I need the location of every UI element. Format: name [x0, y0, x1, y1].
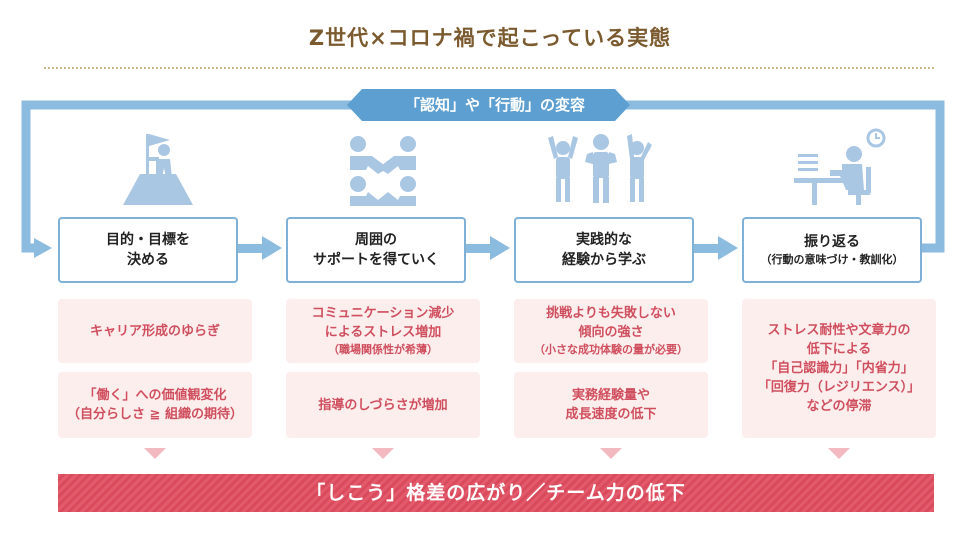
problem-text-line: 低下による	[806, 342, 872, 357]
step-learn-from-experience: 実践的な 経験から学ぶ	[514, 217, 694, 283]
result-banner: 「しこう」格差の広がり／チーム力の低下	[58, 474, 934, 512]
problem-text-line: 成長速度の低下	[565, 407, 657, 422]
down-arrow-icon	[828, 448, 850, 459]
step-set-goals: 目的・目標を 決める	[58, 217, 238, 283]
problem-text-note: （小さな成功体験の量が必要）	[534, 343, 688, 356]
problem-card: 指導のしづらさが増加	[286, 372, 480, 438]
step-label-line: 周囲の	[355, 232, 397, 248]
step-label-line: 実践的な	[576, 232, 632, 248]
problem-card: 「働く」への価値観変化 （自分らしさ ≧ 組織の期待）	[58, 372, 252, 438]
down-arrow-icon	[372, 448, 394, 459]
loop-label: 「認知」や「行動」の変容	[404, 96, 585, 114]
problem-card: ストレス耐性や文章力の 低下による 「自己認識力」「内省力」 「回復力（レジリエ…	[742, 299, 936, 438]
problem-text-line: 「働く」への価値観変化	[83, 388, 227, 403]
problem-text-note: （職場関係性が希薄）	[328, 343, 438, 356]
problem-card: 挑戦よりも失敗しない 傾向の強さ （小さな成功体験の量が必要）	[514, 299, 708, 363]
step-reflect: 振り返る （行動の意味づけ・教訓化）	[742, 217, 922, 283]
team-support-icon	[338, 112, 438, 207]
step-label-line: 経験から学ぶ	[562, 252, 646, 268]
problem-text-line: によるストレス増加	[324, 325, 442, 340]
problem-text-line: 「回復力（レジリエンス）」	[757, 380, 921, 395]
page-title: Z世代×コロナ禍で起こっている実態	[308, 26, 672, 50]
desk-reflection-icon	[792, 112, 892, 207]
step-get-support: 周囲の サポートを得ていく	[286, 217, 466, 283]
flag-summit-icon	[108, 112, 208, 207]
problem-card: キャリア形成のゆらぎ	[58, 299, 252, 363]
problem-text-line: などの停滞	[806, 399, 872, 414]
problem-text-line: 挑戦よりも失敗しない	[546, 306, 676, 321]
step-sublabel: （行動の意味づけ・教訓化）	[760, 253, 904, 266]
down-arrow-icon	[144, 448, 166, 459]
step-label-line: 決める	[127, 252, 169, 268]
problem-text-line: 「自己認識力」「内省力」	[764, 361, 914, 376]
step-label-line: 目的・目標を	[106, 232, 190, 248]
title-divider	[44, 67, 934, 69]
problem-text-line: 実務経験量や	[571, 388, 650, 403]
feedback-loop-arrow	[21, 89, 945, 260]
down-arrow-icon	[600, 448, 622, 459]
problem-text-line: キャリア形成のゆらぎ	[89, 323, 220, 339]
problem-text-line: ストレス耐性や文章力の	[767, 323, 911, 338]
problem-text-line: 傾向の強さ	[578, 325, 644, 340]
problem-card: 実務経験量や 成長速度の低下	[514, 372, 708, 438]
problem-card: コミュニケーション減少 によるストレス増加 （職場関係性が希薄）	[286, 299, 480, 363]
problem-text-line: 指導のしづらさが増加	[318, 397, 448, 413]
problem-text-line: コミュニケーション減少	[311, 306, 455, 321]
step-label-line: 振り返る	[804, 234, 860, 250]
cheering-people-icon	[545, 112, 652, 207]
step-label-line: サポートを得ていく	[313, 252, 439, 268]
problem-text-line: （自分らしさ ≧ 組織の期待）	[67, 407, 243, 422]
